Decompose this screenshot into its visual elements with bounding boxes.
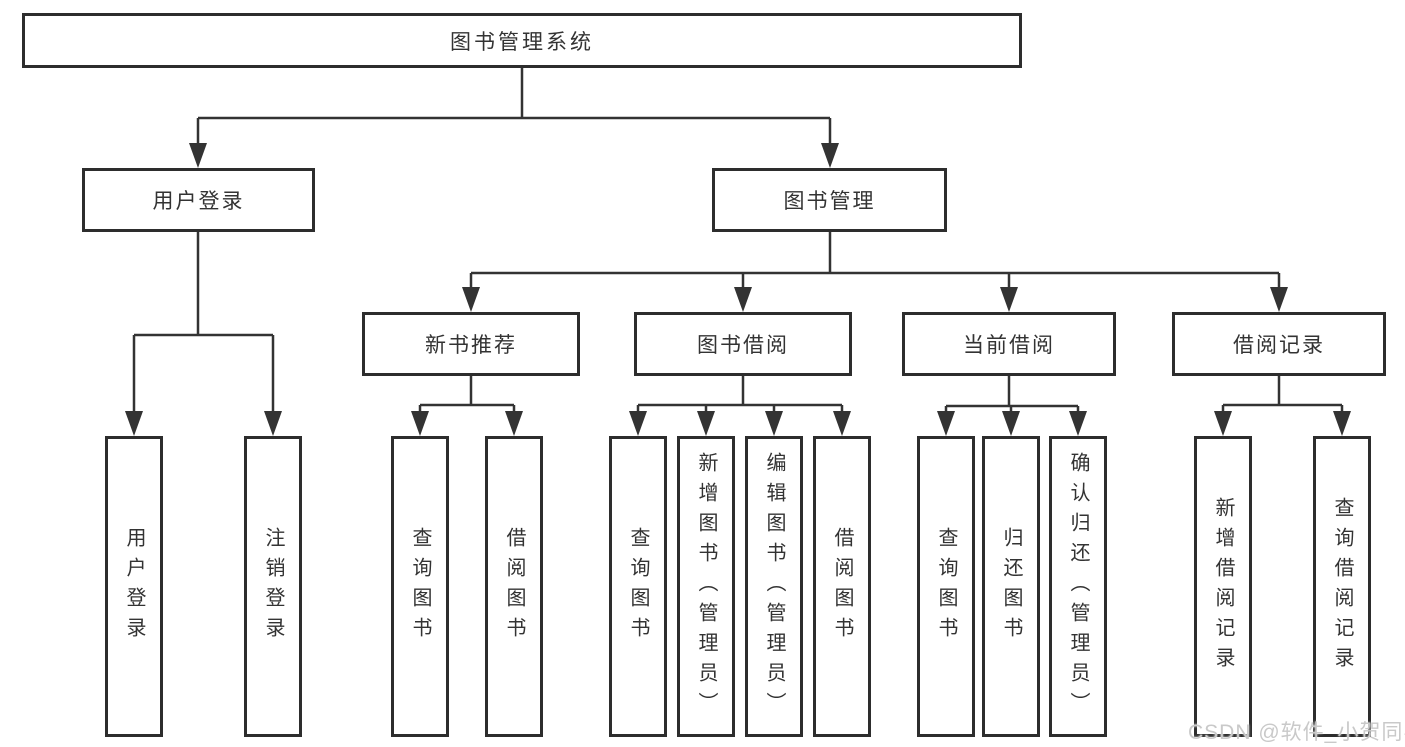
leaf-label: 确认归还（管理员）: [1067, 451, 1089, 722]
node-label: 用户登录: [152, 190, 245, 213]
arrow-down-icon: [462, 287, 480, 312]
leaf-query-books: 查询图书: [917, 436, 975, 737]
connector-user-login-to-leaves: [125, 232, 282, 436]
arrow-down-icon: [264, 411, 282, 436]
leaf-borrow-books: 借阅图书: [813, 436, 871, 737]
node-label: 图书管理: [783, 190, 876, 213]
connector-book-borrowing-to-leaves: [629, 376, 851, 436]
arrow-down-icon: [505, 411, 523, 436]
connector-new-book-to-leaves: [411, 376, 523, 436]
leaf-borrow-books: 借阅图书: [485, 436, 543, 737]
csdn-watermark: CSDN @软件_小贺同学: [1188, 721, 1405, 744]
node-new-book-recommendation: 新书推荐: [362, 312, 580, 376]
leaf-label: 查询借阅记录: [1331, 496, 1353, 677]
node-book-borrowing: 图书借阅: [634, 312, 852, 376]
arrow-down-icon: [833, 411, 851, 436]
arrow-down-icon: [697, 411, 715, 436]
leaf-edit-book-admin: 编辑图书（管理员）: [745, 436, 803, 737]
leaf-user-login: 用户登录: [105, 436, 163, 737]
leaf-label: 新增图书（管理员）: [695, 451, 717, 722]
leaf-return-books: 归还图书: [982, 436, 1040, 737]
leaf-label: 注销登录: [262, 526, 284, 647]
leaf-label: 查询图书: [409, 526, 431, 647]
arrow-down-icon: [821, 143, 839, 168]
connector-book-management-to-level3: [462, 232, 1288, 312]
connector-root-to-level2: [189, 68, 839, 168]
leaf-label: 编辑图书（管理员）: [763, 451, 785, 722]
node-label: 借阅记录: [1233, 334, 1325, 357]
arrow-down-icon: [765, 411, 783, 436]
node-label: 图书管理系统: [450, 30, 594, 54]
arrow-down-icon: [1333, 411, 1351, 436]
arrow-down-icon: [189, 143, 207, 168]
arrow-down-icon: [734, 287, 752, 312]
leaf-add-borrow-record: 新增借阅记录: [1194, 436, 1252, 737]
node-label: 当前借阅: [963, 334, 1055, 357]
leaf-logout: 注销登录: [244, 436, 302, 737]
node-label: 图书借阅: [697, 334, 789, 357]
arrow-down-icon: [1069, 411, 1087, 436]
leaf-query-books: 查询图书: [609, 436, 667, 737]
leaf-label: 借阅图书: [503, 526, 525, 647]
leaf-query-books: 查询图书: [391, 436, 449, 737]
arrow-down-icon: [1002, 411, 1020, 436]
connector-current-borrowing-to-leaves: [937, 376, 1087, 436]
node-book-management-branch: 图书管理: [712, 168, 947, 232]
node-user-login-branch: 用户登录: [82, 168, 315, 232]
leaf-confirm-return-admin: 确认归还（管理员）: [1049, 436, 1107, 737]
arrow-down-icon: [411, 411, 429, 436]
connector-borrowing-records-to-leaves: [1214, 376, 1351, 436]
leaf-label: 查询图书: [935, 526, 957, 647]
leaf-add-book-admin: 新增图书（管理员）: [677, 436, 735, 737]
leaf-query-borrow-record: 查询借阅记录: [1313, 436, 1371, 737]
node-current-borrowing: 当前借阅: [902, 312, 1116, 376]
leaf-label: 新增借阅记录: [1212, 496, 1234, 677]
arrow-down-icon: [937, 411, 955, 436]
arrow-down-icon: [1214, 411, 1232, 436]
leaf-label: 归还图书: [1000, 526, 1022, 647]
node-label: 新书推荐: [425, 334, 517, 357]
leaf-label: 借阅图书: [831, 526, 853, 647]
arrow-down-icon: [125, 411, 143, 436]
arrow-down-icon: [1000, 287, 1018, 312]
arrow-down-icon: [629, 411, 647, 436]
leaf-label: 查询图书: [627, 526, 649, 647]
arrow-down-icon: [1270, 287, 1288, 312]
node-library-management-system: 图书管理系统: [22, 13, 1022, 68]
node-borrowing-records: 借阅记录: [1172, 312, 1386, 376]
leaf-label: 用户登录: [123, 526, 145, 647]
